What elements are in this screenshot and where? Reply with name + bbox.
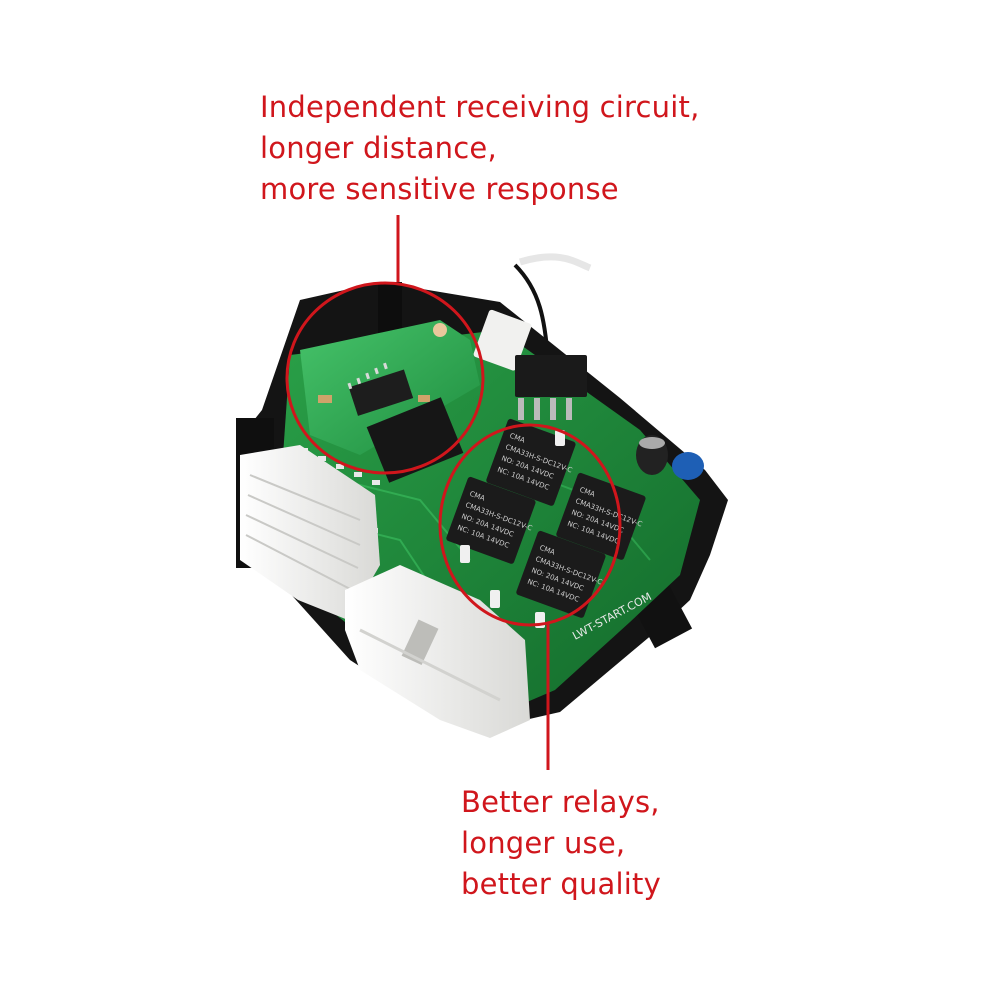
pin-header (515, 355, 587, 420)
relay-highlight-circle (438, 423, 622, 627)
white-connector-left (240, 445, 380, 620)
smd-components (460, 430, 565, 628)
receiver-callout-line: Independent receiving circuit, (260, 90, 700, 124)
receiver-callout-line: more sensitive response (260, 172, 619, 206)
receiver-module (300, 320, 480, 483)
relay-callout-line: Better relays, (461, 785, 660, 819)
annotation-overlay (285, 215, 622, 770)
relay-callout: Better relays, longer use, better qualit… (461, 782, 661, 905)
relay-callout-line: longer use, (461, 826, 626, 860)
receiver-callout-line: longer distance, (260, 131, 497, 165)
capacitors (636, 435, 704, 480)
antenna-wire-white (518, 253, 592, 272)
relays: CMA CMA33H-S-DC12V-C NO: 20A 14VDC NC: 1… (446, 418, 646, 618)
relay-callout-line: better quality (461, 867, 661, 901)
white-connector-main (345, 565, 530, 738)
receiver-callout: Independent receiving circuit, longer di… (260, 87, 700, 210)
receiver-highlight-circle (285, 281, 485, 475)
